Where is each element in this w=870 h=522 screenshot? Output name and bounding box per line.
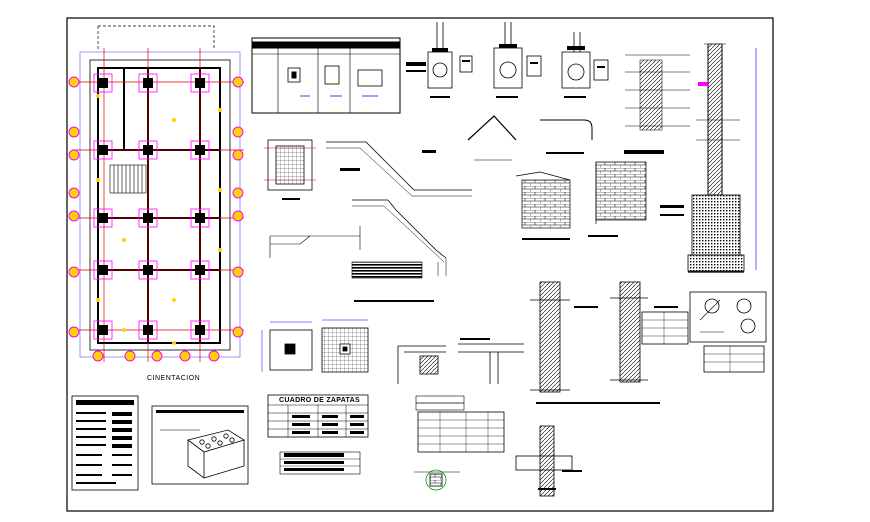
footing-table-title: CUADRO DE ZAPATAS bbox=[279, 397, 360, 404]
footing-plans bbox=[261, 319, 369, 373]
wall-details bbox=[515, 161, 647, 240]
axis-bubble-icon bbox=[68, 76, 80, 88]
sheet-border bbox=[66, 17, 774, 512]
column-sections bbox=[427, 22, 609, 98]
block-detail bbox=[151, 405, 249, 485]
general-notes bbox=[71, 395, 139, 491]
beam-details bbox=[397, 338, 524, 491]
foundation-plan bbox=[68, 25, 244, 362]
footing-table bbox=[267, 394, 369, 475]
column-elevation bbox=[624, 43, 757, 273]
block-3d-icon bbox=[187, 429, 245, 479]
stair-details bbox=[264, 115, 593, 302]
foundation-plan-title: CINENTACION bbox=[147, 375, 201, 382]
section-detail-icon bbox=[429, 473, 443, 487]
column-details-lower bbox=[515, 281, 767, 497]
notes-table-top bbox=[251, 37, 426, 114]
